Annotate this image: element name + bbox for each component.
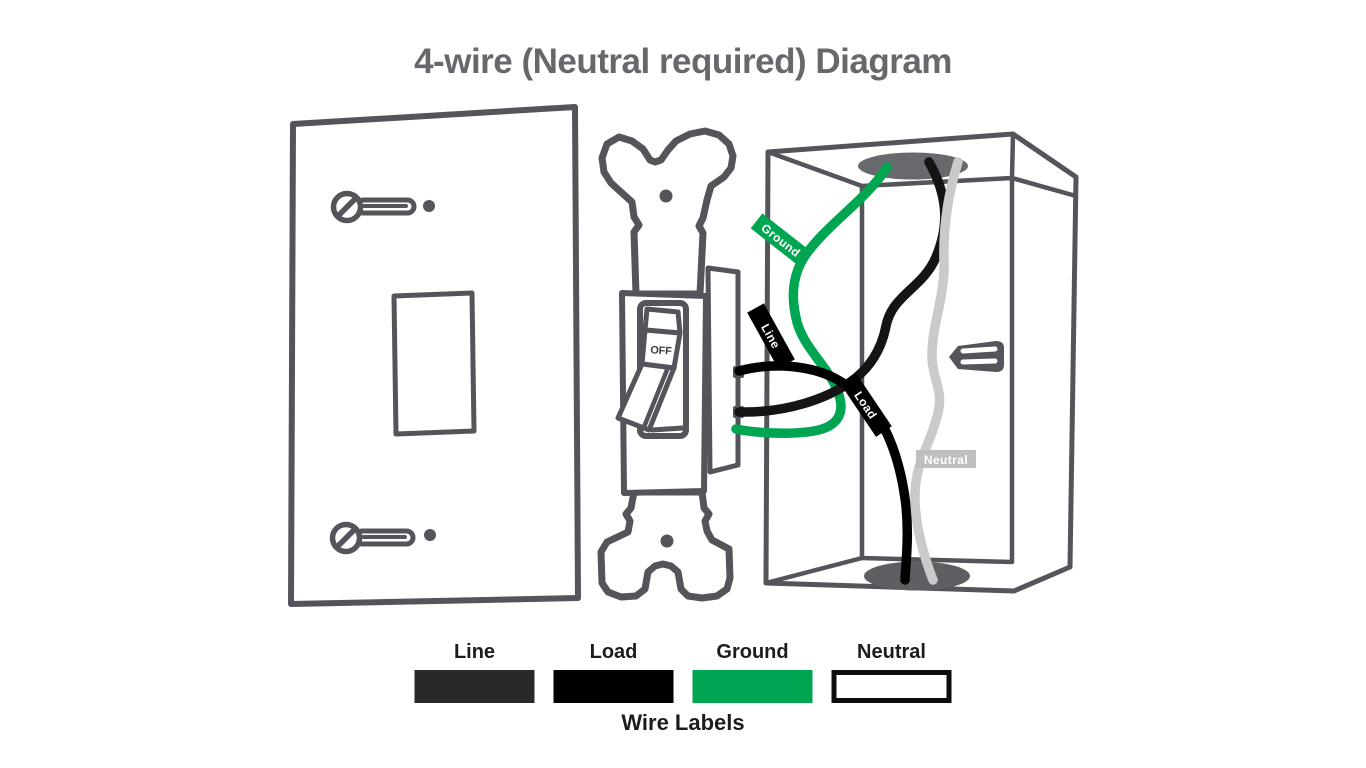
ground-wire-tag: Ground: [750, 213, 812, 267]
wall-plate-opening: [391, 290, 477, 437]
plate-hole-dot-bottom: [424, 529, 436, 541]
box-apex-edge: [1009, 131, 1016, 181]
box-bottom-left-edge: [763, 555, 865, 586]
legend-swatch-load: [553, 670, 674, 703]
switch-screw-hole-top: [659, 189, 673, 203]
neutral-wire: [910, 157, 963, 585]
toggle-bezel-rim: [649, 425, 686, 433]
electrical-box: [763, 131, 1079, 594]
box-right-rim: [1009, 175, 1079, 199]
toggle-lever: OFF: [615, 306, 683, 433]
plate-screw-top: [330, 190, 417, 224]
plate-screw-bottom: [329, 521, 416, 555]
legend-item-line: Line: [414, 641, 535, 703]
box-bottom-hole: [864, 561, 970, 591]
neutral-wire-tag-label: Neutral: [924, 453, 968, 467]
switch-off-label: OFF: [650, 344, 672, 357]
legend-label-load: Load: [589, 641, 638, 663]
switch-screw-hole-bottom: [660, 534, 674, 548]
ground-wire: [731, 162, 892, 438]
box-side-screw: [949, 341, 1004, 372]
switch-side-panel: [705, 265, 741, 475]
switch-yoke-top: [598, 127, 737, 298]
legend-label-line: Line: [453, 641, 496, 663]
legend-item-load: Load: [553, 641, 674, 703]
wall-plate: [288, 104, 581, 607]
box-top-left-edge: [765, 149, 865, 189]
neutral-wire-tag: Neutral: [916, 450, 976, 468]
legend-label-neutral: Neutral: [857, 641, 926, 663]
toggle-switch: OFF: [597, 127, 744, 602]
legend-item-ground: Ground: [692, 641, 813, 703]
legend-swatch-ground: [692, 670, 813, 703]
diagram-title: 4-wire (Neutral required) Diagram: [414, 42, 952, 81]
wire-legend: Line Load Ground Neutral: [414, 641, 952, 703]
line-wire-tag: Line: [747, 303, 795, 369]
box-back-wall: [859, 175, 1015, 565]
legend-caption: Wire Labels: [621, 710, 745, 735]
legend-swatch-line: [414, 670, 535, 703]
load-wire-tag: Load: [840, 373, 892, 437]
plate-hole-dot-top: [423, 200, 435, 212]
legend-label-ground: Ground: [716, 641, 789, 663]
legend-item-neutral: Neutral: [831, 641, 952, 703]
legend-swatch-neutral: [831, 670, 952, 703]
